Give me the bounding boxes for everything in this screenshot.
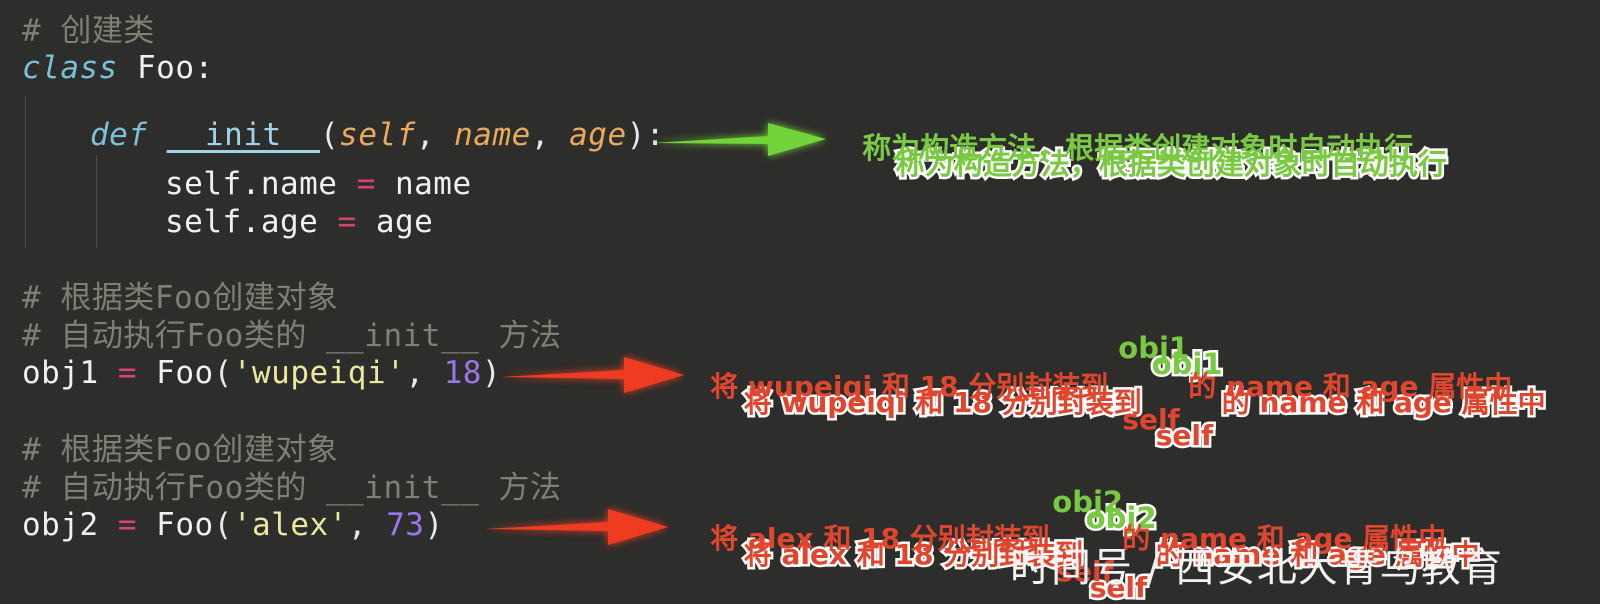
token-comment: # 自动执行Foo类的 __init__ 方法 xyxy=(22,470,562,506)
annotation-obj1-right: 的 name 和 age 属性中 的 name 和 age 属性中 xyxy=(1166,357,1548,465)
token-assign-3: = xyxy=(117,355,137,391)
annotation-obj2-label-above-stroke: obj2 xyxy=(1083,501,1159,535)
token-comma-1: , xyxy=(415,117,455,153)
token-self-age-rhs: age xyxy=(356,204,434,240)
watermark: 时间号 / 西安北大青鸟教育 xyxy=(1010,545,1503,591)
annotation-obj1-label-below-text: self xyxy=(1122,403,1180,436)
token-number-73: 73 xyxy=(386,507,425,543)
token-assign-1: = xyxy=(356,166,376,202)
token-number-18: 18 xyxy=(443,355,482,391)
code-line-obj2: obj2 = Foo('alex', 73) xyxy=(22,510,444,541)
indent-guide-level-1 xyxy=(25,96,26,248)
code-line-comment-auto-init2: # 自动执行Foo类的 __init__ 方法 xyxy=(22,473,561,504)
token-self-name-rhs: name xyxy=(375,166,472,202)
token-paren-close: ) xyxy=(424,507,444,543)
annotation-obj2-label-below-stroke: self xyxy=(1087,571,1149,604)
annotation-obj1-label-above-stroke: obj1 xyxy=(1149,347,1225,381)
token-self-age-lhs: self.age xyxy=(165,204,338,240)
annotation-obj2-left: 将 alex 和 18 分别封装到 将 alex 和 18 分别封装到 xyxy=(688,509,1085,604)
code-line-obj1: obj1 = Foo('wupeiqi', 18) xyxy=(22,358,501,389)
token-comment: # 自动执行Foo类的 __init__ 方法 xyxy=(22,318,562,354)
token-param-self: self xyxy=(339,117,416,153)
token-keyword-def: def xyxy=(90,117,148,153)
annotation-obj1-right-text: 的 name 和 age 属性中 xyxy=(1188,370,1513,403)
token-comma: , xyxy=(405,355,444,391)
indent-guide-level-2 xyxy=(96,155,97,248)
annotation-obj2-label-above-text: obj2 xyxy=(1052,485,1124,519)
annotation-obj2-left-text: 将 alex 和 18 分别封装到 xyxy=(710,522,1050,555)
green-arrow-icon xyxy=(650,112,830,166)
annotation-obj2-right: 的 name 和 age 属性中 的 name 和 age 属性中 xyxy=(1100,509,1482,604)
annotation-obj2-left-stroke: 将 alex 和 18 分别封装到 xyxy=(741,538,1085,571)
token-assign-2: = xyxy=(337,204,357,240)
token-string-alex: 'alex' xyxy=(232,507,348,543)
token-keyword-class: class xyxy=(22,50,118,86)
token-comment: # 根据类Foo创建对象 xyxy=(22,280,339,316)
token-comma: , xyxy=(347,507,387,543)
token-function-name-init: __init__ xyxy=(166,117,320,153)
code-line-comment-create-obj1: # 根据类Foo创建对象 xyxy=(22,283,338,314)
annotation-obj1-left: 将 wupeiqi 和 18 分别封装到 将 wupeiqi 和 18 分别封装… xyxy=(688,357,1144,465)
code-line-def-init: def __init__(self, name, age): xyxy=(90,120,665,151)
annotation-obj1-right-stroke: 的 name 和 age 属性中 xyxy=(1219,386,1548,419)
annotation-obj2-label-below: self self xyxy=(1034,542,1149,604)
token-comment: # 根据类Foo创建对象 xyxy=(22,432,339,468)
token-param-age: age xyxy=(569,117,627,153)
token-param-name: name xyxy=(454,117,531,153)
code-line-class-foo: class Foo: xyxy=(22,53,214,84)
annotation-obj1-label-below-stroke: self xyxy=(1153,419,1215,452)
token-call-foo-1: Foo xyxy=(137,355,214,391)
token-class-name: Foo: xyxy=(117,50,214,86)
token-paren-close-colon: ): xyxy=(626,117,665,153)
red-arrow-icon-obj2 xyxy=(482,502,672,552)
annotation-obj1-label-above-text: obj1 xyxy=(1118,331,1190,365)
token-comment: # 创建类 xyxy=(22,13,155,49)
token-string-wupeiqi: 'wupeiqi' xyxy=(232,355,406,391)
annotation-obj2-right-stroke: 的 name 和 age 属性中 xyxy=(1153,538,1482,571)
annotation-constructor-note-text: 称为构造方法，根据类创建对象时自动执行 xyxy=(862,131,1414,165)
annotation-obj2-label-above: obj2 obj2 xyxy=(1030,472,1159,581)
code-line-comment-auto-init1: # 自动执行Foo类的 __init__ 方法 xyxy=(22,321,561,352)
token-var-obj1: obj1 xyxy=(22,355,118,391)
red-arrow-icon-obj1 xyxy=(498,350,688,400)
annotation-obj2-right-text: 的 name 和 age 属性中 xyxy=(1122,522,1447,555)
code-line-self-age: self.age = age xyxy=(165,207,433,238)
code-line-comment-create-obj2: # 根据类Foo创建对象 xyxy=(22,435,338,466)
annotation-obj1-left-stroke: 将 wupeiqi 和 18 分别封装到 xyxy=(741,386,1144,419)
code-line-self-name: self.name = name xyxy=(165,169,472,200)
annotation-obj1-label-above: obj1 obj1 xyxy=(1096,318,1225,427)
code-line-comment-create-class: # 创建类 xyxy=(22,16,155,47)
annotation-obj2-label-below-text: self xyxy=(1056,555,1114,588)
token-comma-2: , xyxy=(530,117,570,153)
token-assign-4: = xyxy=(117,507,137,543)
token-paren-open: ( xyxy=(319,117,340,153)
annotation-obj1-label-below: self self xyxy=(1100,390,1215,498)
token-space xyxy=(148,117,167,153)
token-var-obj2: obj2 xyxy=(22,507,118,543)
token-self-name-lhs: self.name xyxy=(165,166,357,202)
annotation-constructor-note-stroke: 称为构造方法，根据类创建对象时自动执行 xyxy=(893,147,1449,181)
token-call-foo-2: Foo xyxy=(137,507,214,543)
annotation-constructor-note: 称为构造方法，根据类创建对象时自动执行 称为构造方法，根据类创建对象时自动执行 xyxy=(840,118,1449,227)
token-paren-open: ( xyxy=(213,355,233,391)
annotation-obj1-left-text: 将 wupeiqi 和 18 分别封装到 xyxy=(710,370,1109,403)
token-paren-open: ( xyxy=(213,507,233,543)
token-paren-close: ) xyxy=(481,355,502,391)
